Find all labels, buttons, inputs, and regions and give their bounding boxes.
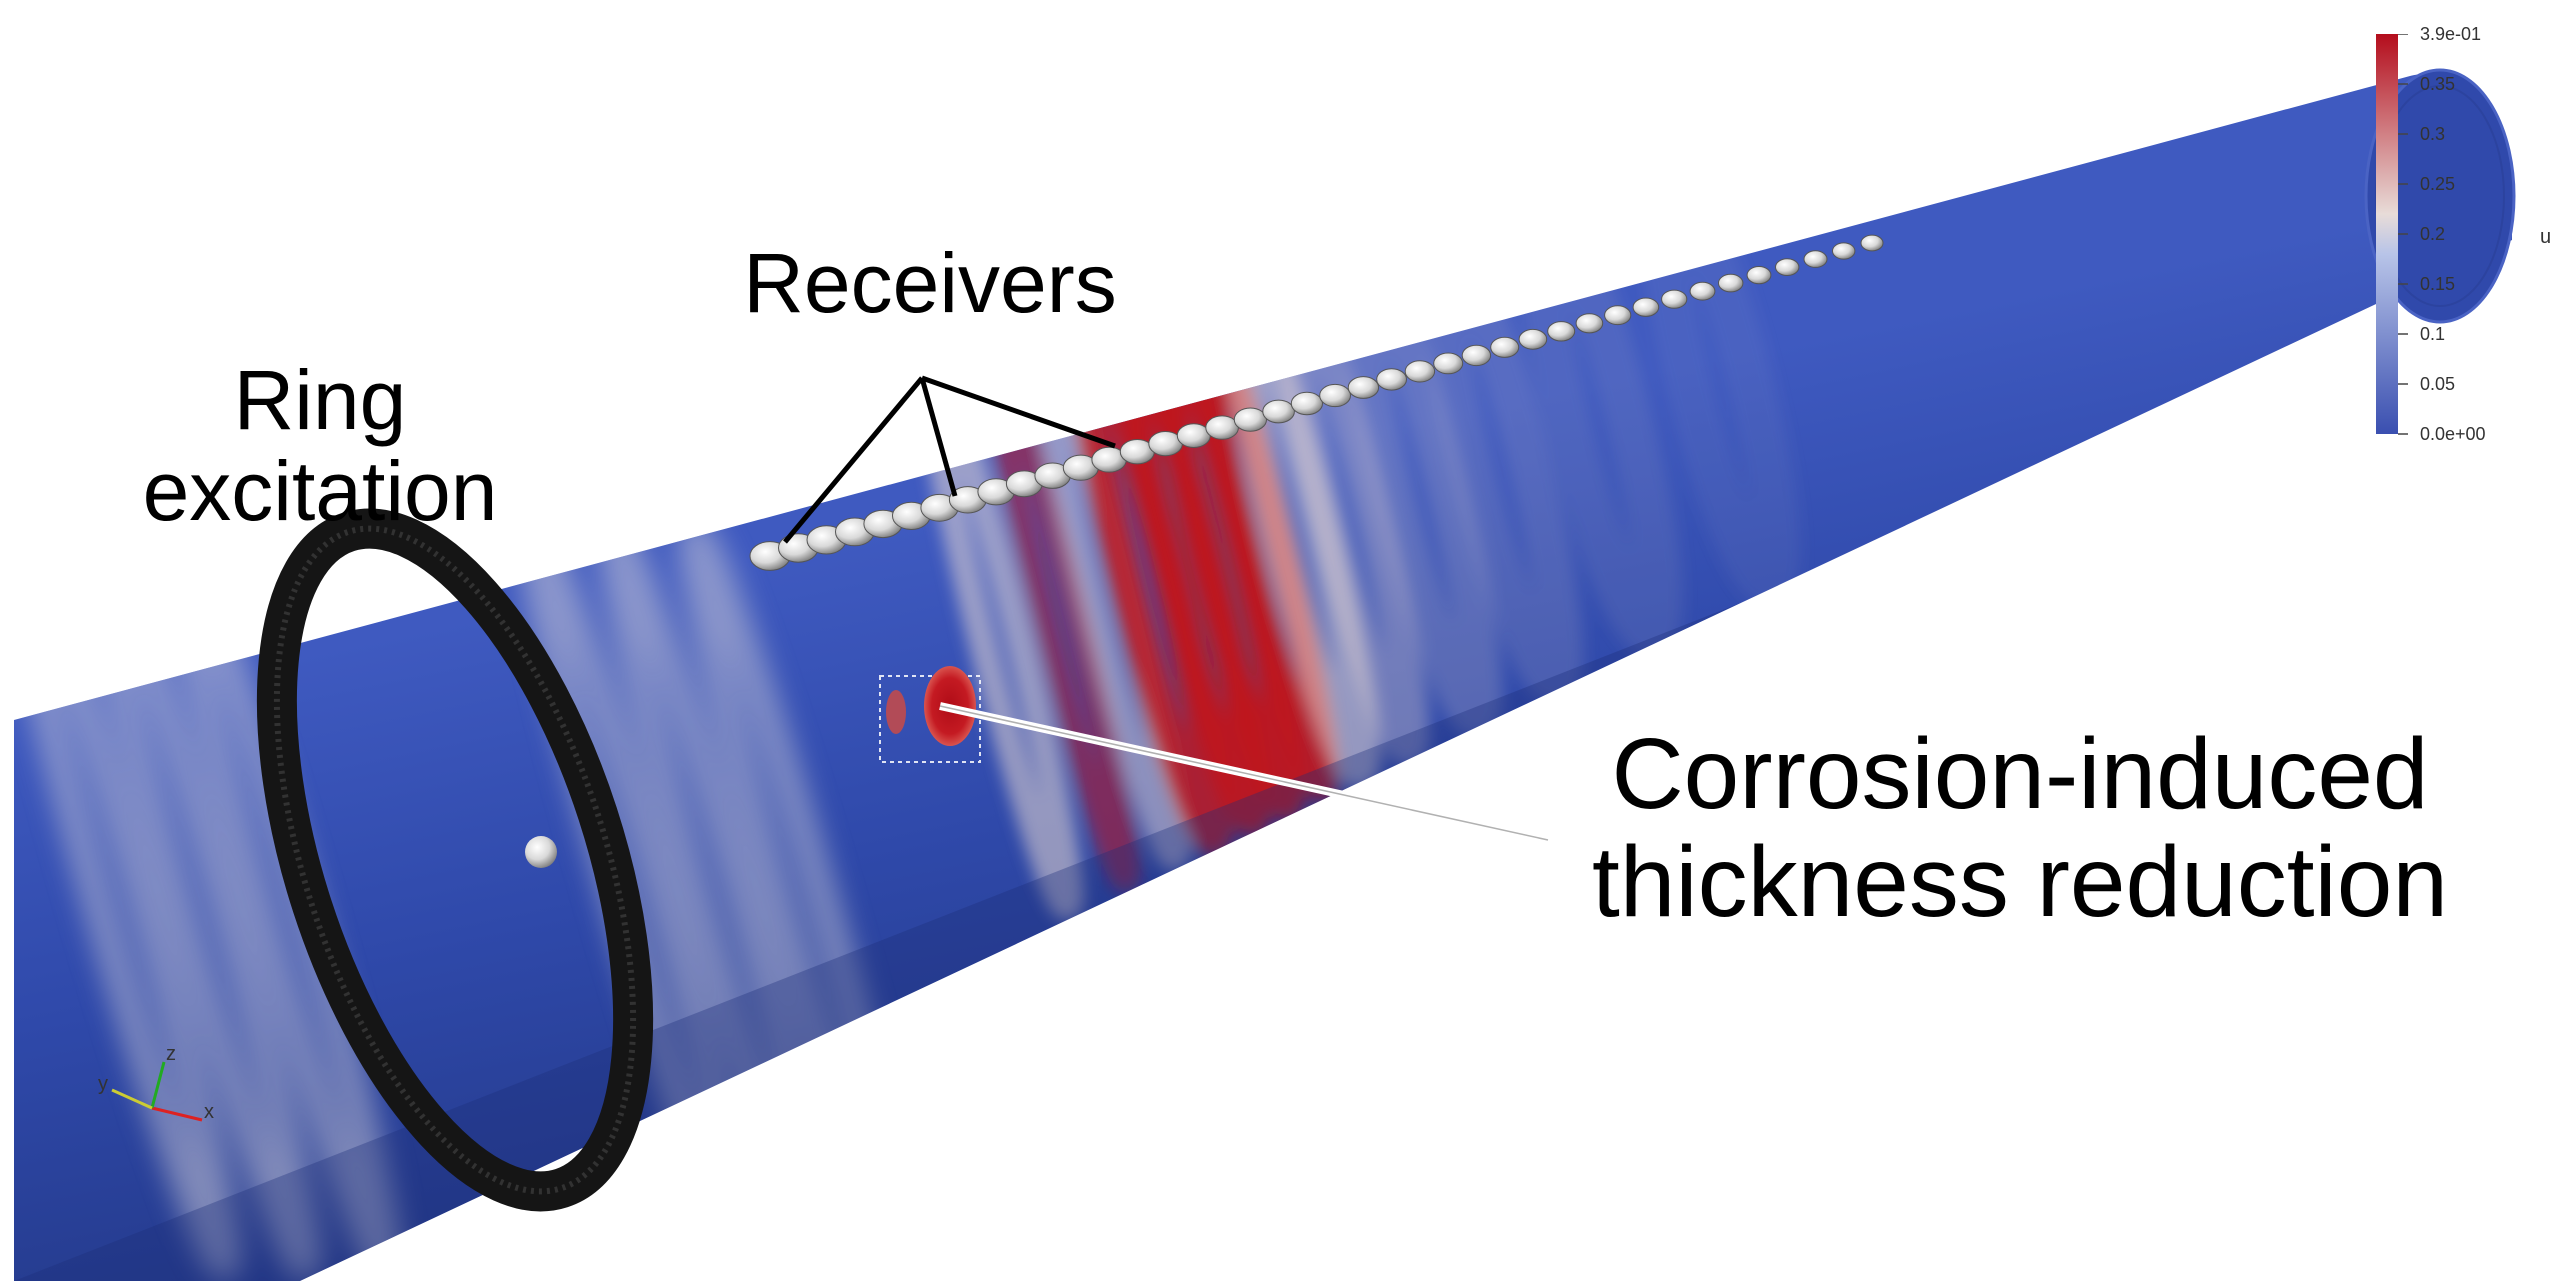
receiver-sphere <box>1490 336 1520 358</box>
colorbar-variable: u <box>2540 226 2552 248</box>
receiver-sphere <box>1205 415 1239 440</box>
corrosion-leader-line <box>939 702 1549 844</box>
ring-excitation-coil <box>256 508 654 1212</box>
receiver-sphere <box>1404 360 1436 383</box>
receiver-sphere <box>1319 383 1351 408</box>
colorbar-tick-label: 0.25 <box>2420 174 2456 194</box>
receiver-sphere <box>1860 234 1884 252</box>
colorbar-tick-label: 0.2 <box>2420 224 2446 244</box>
orientation-axes: x z y <box>98 1043 214 1123</box>
receiver-sphere <box>1689 281 1716 301</box>
corrosion-label: Corrosion-induced thickness reduction <box>1591 718 2448 938</box>
receiver-sphere <box>1461 344 1492 367</box>
receiver-sphere <box>1376 368 1407 391</box>
receiver-sphere <box>1803 250 1828 268</box>
receiver-sphere <box>1347 376 1380 399</box>
receiver-sphere <box>1262 399 1295 424</box>
colorbar-tick-label: 0.05 <box>2420 374 2456 394</box>
receivers-leader-lines <box>783 375 1116 544</box>
receiver-sphere <box>1661 289 1688 309</box>
axis-y-label: y <box>98 1073 108 1095</box>
receiver-sphere <box>1547 321 1576 342</box>
colorbar-tick-label: 0.35 <box>2420 74 2456 94</box>
colorbar-tick-label: 0.1 <box>2420 324 2446 344</box>
receiver-sphere <box>1575 313 1604 334</box>
receiver-sphere <box>1433 352 1464 375</box>
colorbar-tick-label: 0.3 <box>2420 124 2446 144</box>
receiver-sphere <box>1746 266 1772 285</box>
receiver-sphere <box>1832 242 1856 260</box>
receiver-sphere <box>1632 297 1660 317</box>
colorbar-gradient <box>2376 34 2408 435</box>
receiver-sphere <box>1604 305 1632 326</box>
colorbar-tick-label: 0.15 <box>2420 274 2456 294</box>
colorbar-tick-label: 3.9e-01 <box>2420 24 2482 44</box>
receiver-sphere <box>1518 328 1548 350</box>
receiver-sphere <box>1290 391 1324 416</box>
axis-x-label: x <box>204 1101 214 1123</box>
receiver-array <box>749 234 1884 571</box>
receivers-label: Receivers <box>743 236 1117 330</box>
receiver-sphere <box>1718 273 1744 293</box>
pipe <box>14 68 2516 1282</box>
colorbar-tick-label: 0.0e+00 <box>2420 424 2486 444</box>
axis-z-label: z <box>166 1043 176 1065</box>
ring-excitation-label: Ring excitation <box>142 353 498 538</box>
receiver-sphere <box>1775 258 1800 277</box>
receiver-sphere <box>1233 407 1268 432</box>
